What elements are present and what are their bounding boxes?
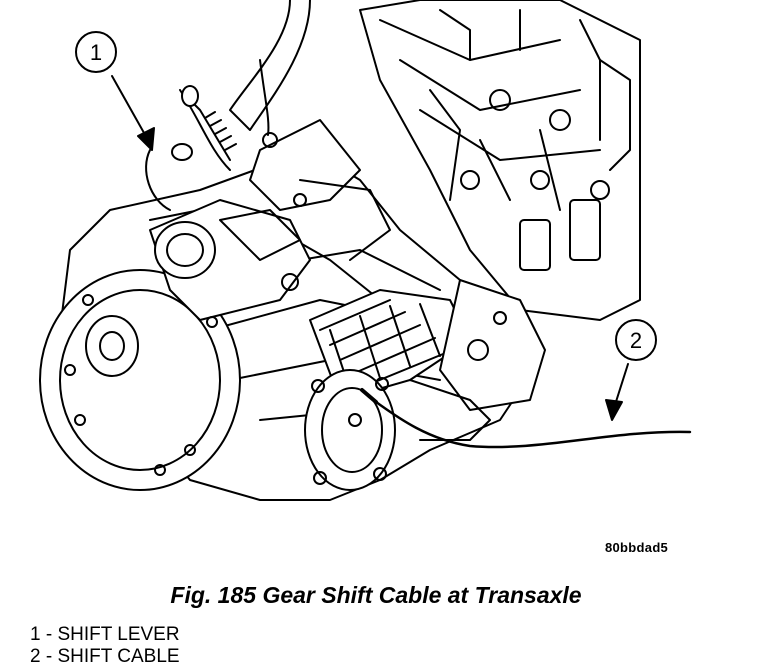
figure-code: 80bbdad5 bbox=[605, 540, 669, 555]
callout-2 bbox=[605, 319, 657, 421]
callout-1-number: 1 bbox=[90, 40, 102, 65]
legend-item-1: 1 - SHIFT LEVER bbox=[30, 624, 180, 645]
shift-lever-shaft bbox=[145, 85, 237, 211]
callout-2-number: 2 bbox=[630, 328, 642, 353]
figure-caption: Fig. 185 Gear Shift Cable at Transaxle bbox=[170, 582, 582, 608]
legend: 1 - SHIFT LEVER 2 - SHIFT CABLE bbox=[30, 624, 180, 668]
shift-cable bbox=[360, 388, 692, 449]
solenoid-assembly bbox=[149, 199, 311, 328]
mount-bracket bbox=[249, 119, 391, 261]
transaxle-illustration: 1 2 bbox=[39, 0, 692, 501]
engine-block bbox=[359, 0, 641, 321]
legend-item-2: 2 - SHIFT CABLE bbox=[30, 646, 180, 667]
bellhousing bbox=[39, 269, 241, 491]
cable-bracket bbox=[409, 279, 546, 441]
axle-flange bbox=[304, 369, 396, 491]
callout-1 bbox=[75, 31, 155, 151]
